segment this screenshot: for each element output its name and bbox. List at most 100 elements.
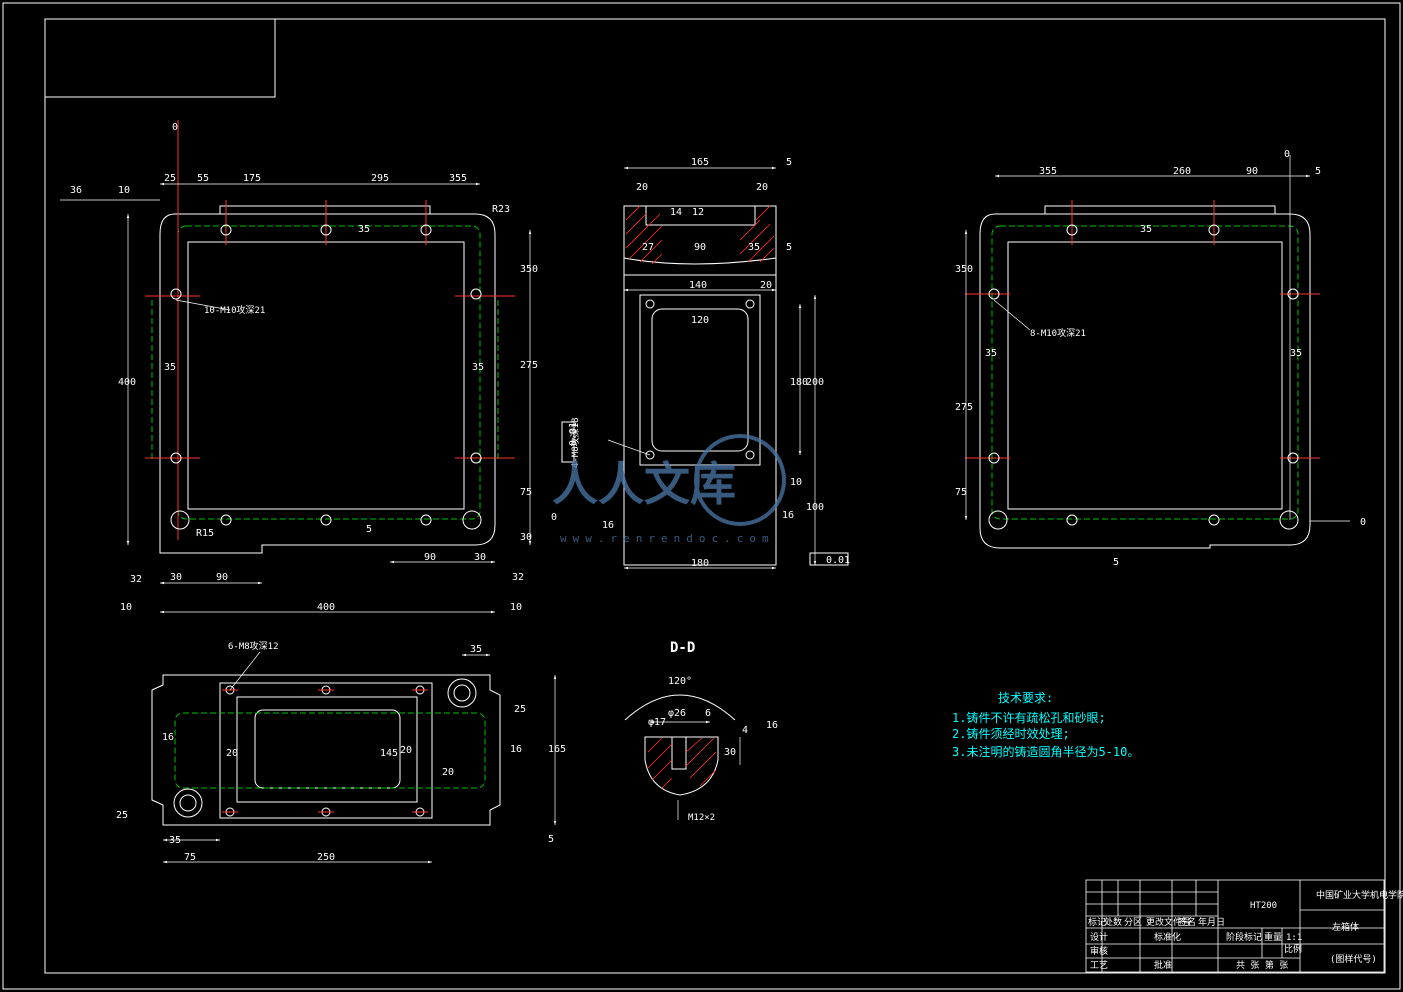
front-top-dim-5: 355 <box>449 173 467 184</box>
front-bottom-dim-4: 30 <box>474 552 486 563</box>
tb-material: HT200 <box>1250 901 1277 911</box>
front-right-dim-2: 275 <box>520 360 538 371</box>
front-roughness-bl: 32 <box>130 574 142 585</box>
front-overall-left: 10 <box>120 602 132 613</box>
side-inner-90: 90 <box>694 242 706 253</box>
rear-inner-35-right: 35 <box>1290 348 1302 359</box>
section-dd-dia-17: φ17 <box>648 717 666 728</box>
watermark: 人人文库 www.renrendoc.com <box>552 434 786 545</box>
tb-process: 工艺 <box>1090 960 1108 971</box>
section-dd-title: D-D <box>670 640 695 656</box>
section-dd-thread: M12×2 <box>688 813 715 823</box>
tb-review: 审核 <box>1090 945 1108 957</box>
tb-row-label-2: 处数 <box>1104 916 1122 928</box>
side-tol-bottom-frame <box>809 552 849 566</box>
side-width-120: 120 <box>691 315 709 326</box>
section-dd-dim-6: 6 <box>705 708 711 719</box>
side-width-20: 20 <box>760 280 772 291</box>
front-inner-35-top: 35 <box>358 224 370 235</box>
side-depth-12: 12 <box>692 207 704 218</box>
top-hidden-lines <box>174 712 486 789</box>
rear-left-dim-2: 275 <box>955 402 973 413</box>
tb-school: 中国矿业大学机电学院 <box>1316 889 1403 901</box>
rear-left-dim-3: 75 <box>955 487 967 498</box>
top-dim-145: 145 <box>380 748 398 759</box>
top-dimension-lines <box>163 651 557 864</box>
watermark-text: 人人文库 <box>552 457 736 511</box>
front-view <box>159 205 496 554</box>
side-tol-box: 0.01 <box>568 422 579 446</box>
section-dd-dia-26: φ26 <box>668 708 686 719</box>
front-hole-callout: 10-M10攻深21 <box>204 304 265 316</box>
section-dd-dim-30: 30 <box>724 747 736 758</box>
rear-holes <box>988 224 1299 530</box>
side-inner-35: 35 <box>748 242 760 253</box>
tb-scale: 1:1 <box>1286 933 1302 943</box>
front-overall-width: 400 <box>317 602 335 613</box>
section-dd-dimension-lines <box>650 720 741 820</box>
tb-weight: 重量 <box>1264 931 1282 943</box>
front-origin-top: 0 <box>172 122 178 133</box>
watermark-url: www.renrendoc.com <box>560 532 775 545</box>
top-dim-35-top: 35 <box>470 644 482 655</box>
rear-origin-top: 0 <box>1284 149 1290 160</box>
front-left-height: 400 <box>118 377 136 388</box>
side-dimension-lines <box>607 166 817 570</box>
top-dim-20-c: 20 <box>442 767 454 778</box>
rear-center-lines <box>965 200 1320 459</box>
front-inner-35-right: 35 <box>472 362 484 373</box>
side-roughness-left: 16 <box>602 520 614 531</box>
side-tol-bottom: 0.01 <box>826 555 850 566</box>
tech-item-1: 1.铸件不许有疏松孔和砂眼; <box>952 710 1106 725</box>
front-radius: R23 <box>492 204 510 215</box>
rear-bottom-5: 5 <box>1113 557 1119 568</box>
front-center-lines <box>145 120 515 540</box>
tb-standard: 标准化 <box>1154 931 1181 943</box>
side-tol-frame <box>561 421 575 463</box>
front-right-dim-1: 350 <box>520 264 538 275</box>
front-top-dim-4: 295 <box>371 173 389 184</box>
title-block <box>1085 879 1385 973</box>
top-dim-75: 75 <box>184 852 196 863</box>
side-top-width: 165 <box>691 157 709 168</box>
top-dim-20-a: 20 <box>226 748 238 759</box>
section-dd-angle: 120° <box>668 676 692 687</box>
side-bottom-width: 180 <box>691 558 709 569</box>
side-slot-left: 20 <box>636 182 648 193</box>
rear-hidden-lines <box>991 225 1299 520</box>
side-roughness-right: 16 <box>782 510 794 521</box>
tech-item-3: 3.未注明的铸造圆角半径为5-10。 <box>952 744 1139 759</box>
front-dimension-lines <box>60 182 532 614</box>
tb-row-label-3: 分区 <box>1124 917 1142 928</box>
side-view <box>623 205 777 566</box>
top-dim-250: 250 <box>317 852 335 863</box>
top-dim-20-b: 20 <box>400 745 412 756</box>
top-dim-5: 5 <box>548 834 554 845</box>
front-top-dim-3: 175 <box>243 173 261 184</box>
top-dim-25: 25 <box>514 704 526 715</box>
side-h-10: 10 <box>790 477 802 488</box>
tb-drawing-name: 左箱体 <box>1332 921 1359 933</box>
rear-inner-35-left: 35 <box>985 348 997 359</box>
side-h-200: 200 <box>806 377 824 388</box>
side-depth-14: 14 <box>670 207 682 218</box>
tb-approve: 批准 <box>1154 959 1172 971</box>
tb-design: 设计 <box>1090 931 1108 943</box>
top-dim-25-left: 25 <box>116 810 128 821</box>
rear-view <box>979 205 1311 549</box>
rear-origin-right: 0 <box>1360 517 1366 528</box>
rear-top-dim-1: 355 <box>1039 166 1057 177</box>
front-left-top: 10 <box>118 185 130 196</box>
rear-hole-callout: 8-M10攻深21 <box>1030 327 1086 339</box>
front-origin-right: 0 <box>551 512 557 523</box>
side-width-140: 140 <box>689 280 707 291</box>
front-hidden-lines <box>151 225 499 520</box>
code-box <box>44 18 276 98</box>
tb-ratio: 比例 <box>1284 943 1302 955</box>
front-top-dim-2: 55 <box>197 173 209 184</box>
top-dim-16-left: 16 <box>162 732 174 743</box>
front-bottom-radius: R15 <box>196 528 214 539</box>
tb-row-label-6: 年月日 <box>1198 916 1225 928</box>
